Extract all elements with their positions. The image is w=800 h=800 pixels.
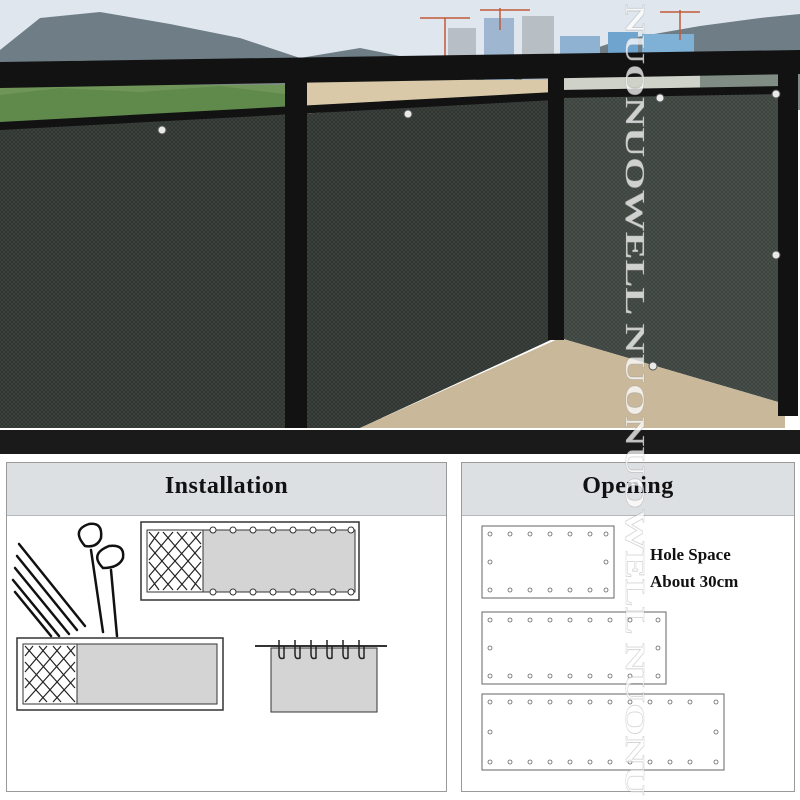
watermark-text: NUONUOWELL NUONUOWELL NUONU bbox=[620, 4, 648, 796]
installation-illustration bbox=[11, 521, 387, 713]
hole-space-label: Hole Space bbox=[650, 545, 731, 564]
brand-watermark: NUONUOWELL NUONUOWELL NUONU bbox=[620, 4, 648, 797]
railing-frame bbox=[0, 50, 800, 428]
installation-title: Installation bbox=[164, 473, 289, 499]
grommets bbox=[157, 89, 781, 371]
opening-illustration bbox=[481, 525, 725, 771]
shade-net-left bbox=[0, 114, 300, 428]
net-diagram-bottom-right bbox=[255, 640, 387, 713]
opening-panel: Opening Ho bbox=[461, 462, 795, 792]
opening-title: Opening bbox=[582, 473, 674, 499]
net-sample-large bbox=[481, 693, 725, 771]
net-diagram-top bbox=[140, 521, 360, 601]
shade-net-middle bbox=[300, 96, 555, 428]
balcony-photo bbox=[0, 0, 800, 428]
shade-net-right bbox=[560, 90, 785, 404]
net-sample-medium bbox=[481, 611, 667, 685]
cranes bbox=[420, 8, 700, 60]
net-diagram-bottom-left bbox=[16, 637, 224, 711]
hole-space-note: Hole Space About 30cm bbox=[650, 541, 738, 595]
photo-divider bbox=[0, 430, 800, 454]
net-sample-small bbox=[481, 525, 615, 599]
opening-header: Opening bbox=[462, 463, 794, 516]
installation-header: Installation bbox=[7, 463, 446, 516]
hole-space-value: About 30cm bbox=[650, 572, 739, 591]
cable-ties-icon bbox=[11, 522, 125, 638]
balcony-floor bbox=[360, 338, 785, 428]
installation-panel: Installation bbox=[6, 462, 447, 792]
